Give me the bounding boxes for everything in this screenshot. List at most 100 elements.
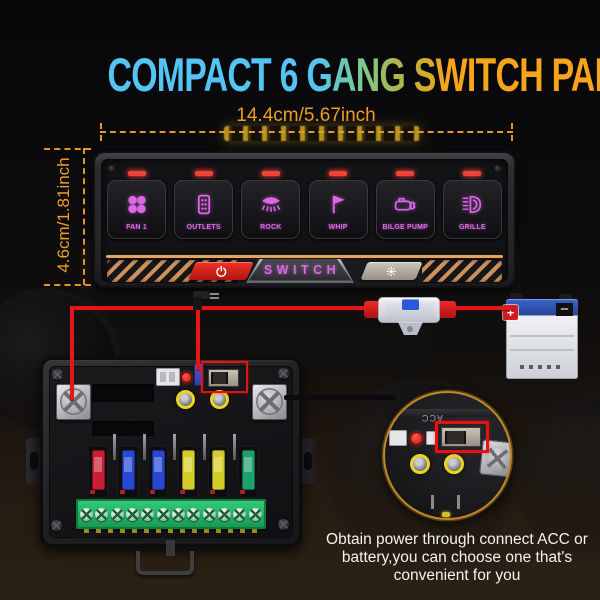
battery-detail-line <box>510 335 574 337</box>
panel-plug <box>193 297 202 310</box>
terminal-block-screw <box>126 507 140 521</box>
terminal-block-screw <box>141 507 155 521</box>
terminal-block-screw <box>248 507 262 521</box>
power-button <box>188 262 254 280</box>
terminal-screw <box>256 388 283 415</box>
power-note: Obtain power through connect ACC or batt… <box>312 531 600 585</box>
truck-lightbar <box>224 126 420 141</box>
recessed-slot <box>92 384 154 402</box>
power-icon <box>215 265 228 278</box>
mounting-ear <box>26 438 42 484</box>
terminal-block-screw <box>95 507 109 521</box>
panel-screw <box>494 165 501 172</box>
led-indicator <box>127 171 146 176</box>
white-connector <box>156 368 180 386</box>
battery-body <box>506 315 578 379</box>
switch-label: BILGE PUMP <box>382 224 429 231</box>
terminal-block <box>76 499 266 533</box>
box-edge <box>385 409 510 417</box>
terminal-block-screw <box>202 507 216 521</box>
note-line: battery,you can choose one that's <box>341 549 573 566</box>
magnifier-detail-circle: ACC <box>383 391 512 520</box>
switch-label: FAN 1 <box>126 224 147 231</box>
switch-highlight-box <box>435 421 489 453</box>
rock-light-icon <box>256 192 286 222</box>
spare-fuse-pin <box>203 434 206 460</box>
spare-fuse-pin <box>113 434 116 460</box>
switch-highlight-box <box>201 361 248 393</box>
red-signal-wire <box>196 308 200 370</box>
fuse-blue <box>121 450 135 490</box>
fuse-yellow <box>181 450 195 490</box>
led-indicator <box>261 171 280 176</box>
switch-panel: FAN 1 OUTLETS ROCK <box>93 151 516 288</box>
battery-detail-line <box>510 349 574 351</box>
blue-wire-connector <box>194 363 204 386</box>
switch-button-rock: ROCK <box>241 171 301 243</box>
white-connector <box>426 431 437 445</box>
battery-terminal <box>510 293 523 301</box>
led-indicator <box>396 171 415 176</box>
case-screw <box>52 369 63 380</box>
red-power-wire <box>452 306 512 310</box>
fuse-socket <box>88 446 108 498</box>
panel-bottom-strip: SWITCH <box>106 259 503 283</box>
terminal-block-screw <box>156 507 170 521</box>
note-line: convenient for you <box>393 567 521 584</box>
control-box <box>40 357 302 547</box>
fuse-socket <box>208 446 228 498</box>
width-dimension-tick <box>511 123 513 141</box>
fuse-socket <box>178 446 198 498</box>
fuse-socket <box>118 446 138 498</box>
terminal-block-screw <box>218 507 232 521</box>
mounting-hole <box>30 452 38 470</box>
status-led <box>410 432 423 445</box>
switch-label: ROCK <box>260 224 282 231</box>
note-line: Obtain power through connect ACC or <box>326 531 588 548</box>
fuse-yellow <box>211 450 225 490</box>
width-dimension-line <box>100 131 513 133</box>
bilge-pump-icon <box>390 192 420 222</box>
panel-accent-line <box>106 255 503 258</box>
case-screw <box>278 519 289 530</box>
white-connector <box>389 430 407 446</box>
switch-label: GRILLE <box>459 224 486 231</box>
battery-terminal <box>559 294 572 301</box>
fuse-red <box>91 450 105 490</box>
black-ground-wire <box>284 395 396 400</box>
spare-fuse-pin <box>173 434 176 460</box>
width-dimension-label: 14.4cm/5.67inch <box>236 105 376 126</box>
red-power-wire <box>70 306 372 310</box>
fan-icon <box>122 192 152 222</box>
terminal-block-screw <box>110 507 124 521</box>
title-banner: COMPACT 6 GANG SWITCH PANEL <box>0 47 600 102</box>
page-title: COMPACT 6 GANG SWITCH PANEL <box>107 47 600 102</box>
grille-light-icon <box>457 192 487 222</box>
spare-fuse-pin <box>233 434 236 460</box>
power-terminal-right <box>252 384 287 420</box>
led-indicator <box>194 171 213 176</box>
recessed-slot <box>92 421 154 436</box>
switch-button-grille: GRILLE <box>442 171 502 243</box>
red-power-wire <box>70 306 74 400</box>
box-bottom-stem <box>166 540 175 556</box>
panel-screw <box>108 165 115 172</box>
case-screw <box>51 520 62 531</box>
switch-button-fan1: FAN 1 <box>107 171 166 243</box>
fuse-socket <box>238 446 258 498</box>
acc-slide-switch-zoomed <box>441 427 481 447</box>
whip-flag-icon <box>323 192 353 222</box>
spare-fuse-pin <box>431 495 434 509</box>
switch-button-bilge-pump: BILGE PUMP <box>375 171 435 243</box>
spare-fuse-pin <box>457 495 460 509</box>
brand-badge: SWITCH <box>246 259 354 283</box>
yellow-terminal <box>444 454 464 474</box>
led-indicator <box>463 171 482 176</box>
switch-label: WHIP <box>328 224 348 231</box>
terminal-block-screw <box>80 507 94 521</box>
switch-button-whip: WHIP <box>308 171 368 243</box>
acc-slide-switch <box>208 369 239 387</box>
yellow-terminal <box>410 454 430 474</box>
switch-row: FAN 1 OUTLETS ROCK <box>107 171 502 243</box>
panel-plug <box>193 291 210 299</box>
